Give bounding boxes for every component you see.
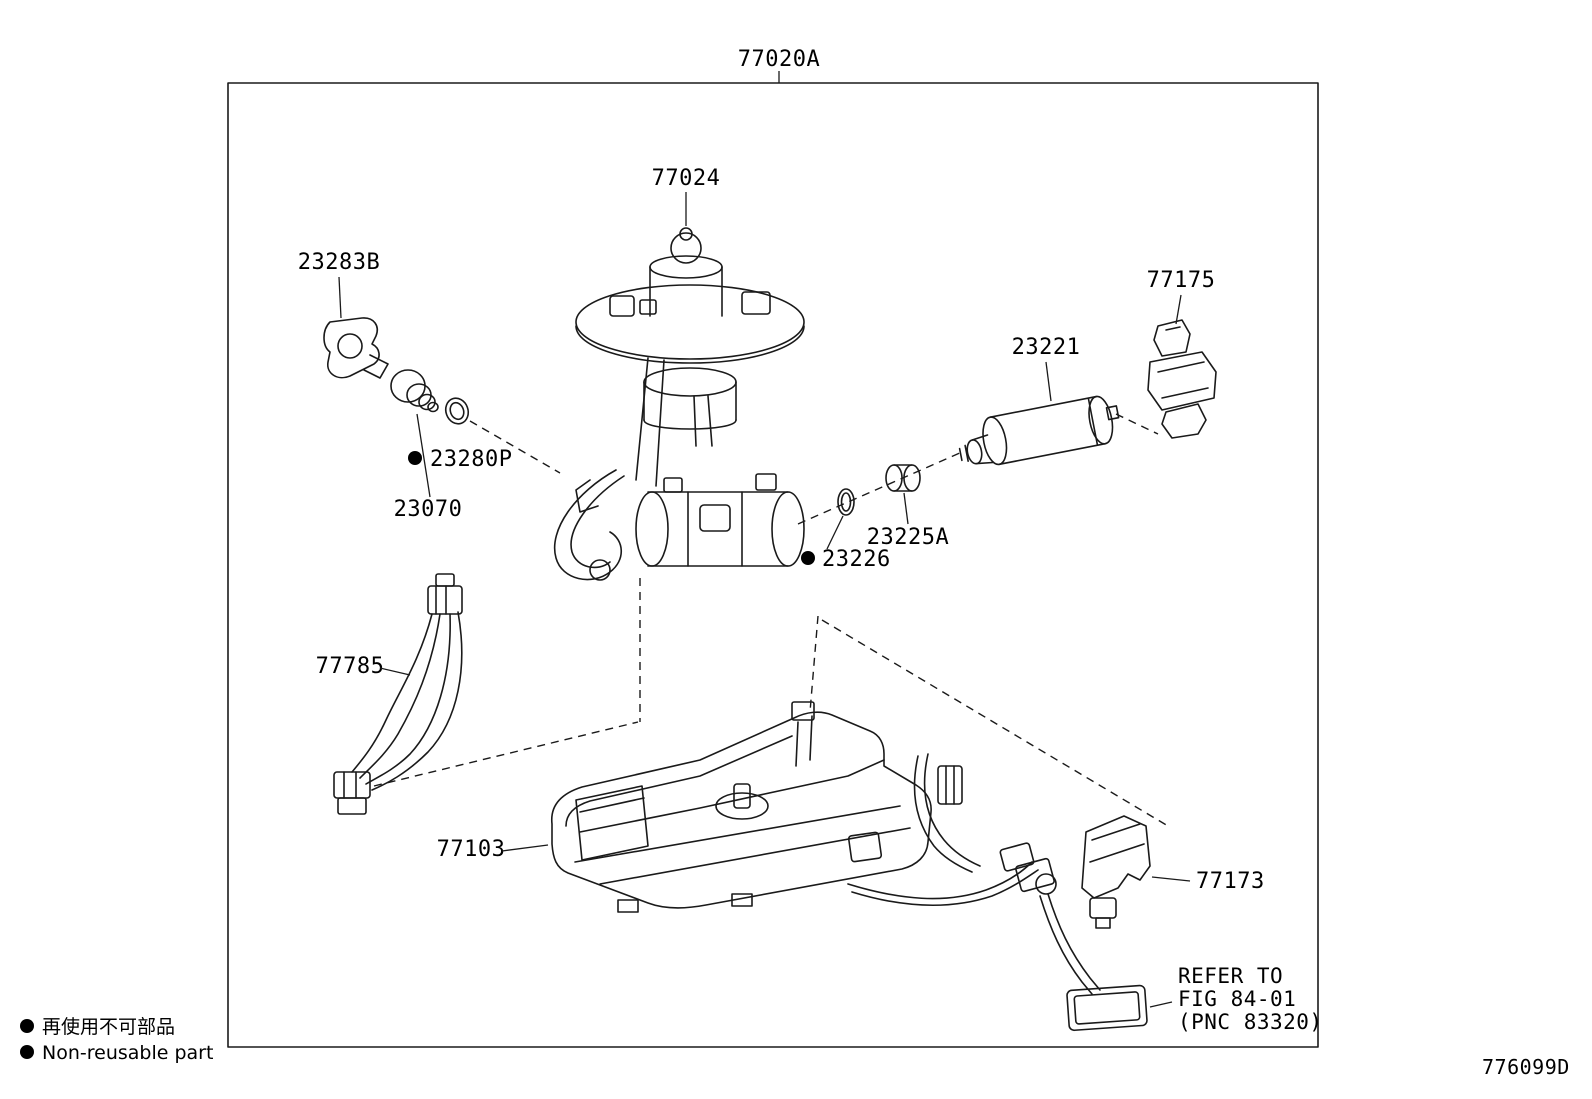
part-label-77785: 77785: [316, 654, 385, 679]
leader-77175: [1175, 294, 1182, 325]
part-label-77173: 77173: [1196, 869, 1265, 894]
leader-23221: [1045, 361, 1052, 402]
non-reusable-marker-23226: [801, 551, 815, 565]
part-label-77175: 77175: [1147, 268, 1216, 293]
wire-harness-77785-art: [333, 573, 463, 815]
leader-23226: [826, 515, 844, 550]
part-label-23280P: 23280P: [430, 447, 512, 472]
o-ring-23280P-art: [444, 397, 470, 425]
figure-code: 776099D: [1482, 1055, 1570, 1079]
o-ring-23226-art: [837, 488, 855, 516]
dashed-pump-axis: [797, 451, 963, 525]
fuel-pump-23221-art: [958, 395, 1120, 466]
part-label-77020A: 77020A: [738, 47, 820, 72]
tank-harness-leads-art: [847, 753, 1101, 995]
part-label-23226: 23226: [822, 547, 891, 572]
part-label-23225A: 23225A: [867, 525, 949, 550]
part-label-23221: 23221: [1012, 335, 1081, 360]
part-label-77103: 77103: [437, 837, 506, 862]
legend: 再使用不可部品 Non-reusable part: [20, 1016, 213, 1064]
fuel-pump-controller-art: [1066, 984, 1148, 1032]
leader-23070: [416, 413, 431, 498]
non-reusable-legend-icon-en: [20, 1045, 34, 1059]
non-reusable-legend-icon-jp: [20, 1019, 34, 1033]
leader-23283B: [338, 276, 342, 319]
legend-en-text: Non-reusable part: [42, 1042, 213, 1064]
bracket-77173-art: [1081, 815, 1151, 929]
dashed-oring-to-pump: [469, 420, 561, 474]
part-label-23283B: 23283B: [298, 250, 380, 275]
sub-tank-77103-art: [551, 701, 932, 913]
dashed-module-to-bracket: [821, 619, 1169, 827]
part-label-77024: 77024: [652, 166, 721, 191]
refer-note-line3: (PNC 83320): [1178, 1010, 1323, 1034]
leader-77103: [501, 844, 549, 852]
refer-note-line1: REFER TO: [1178, 964, 1283, 988]
leader-77785: [379, 667, 411, 676]
assembly-boundary-box: [227, 82, 1319, 1048]
part-label-23070: 23070: [394, 497, 463, 522]
leader-23225A: [903, 492, 909, 525]
dashed-pump-to-connector: [1115, 413, 1159, 435]
clamp-23283B-art: [323, 317, 389, 379]
dashed-module-to-tank-2: [809, 615, 819, 713]
leader-refer-note: [1149, 1001, 1173, 1008]
non-reusable-marker-23280P: [408, 451, 422, 465]
legend-jp-text: 再使用不可部品: [42, 1016, 175, 1038]
connector-77175-art: [1147, 319, 1217, 439]
dashed-harness-to-tank: [373, 721, 639, 787]
spacer-23225A-art: [885, 464, 921, 492]
leader-77173: [1151, 876, 1191, 882]
refer-note-line2: FIG 84-01: [1178, 987, 1296, 1011]
grommet-23070-art: [390, 369, 439, 413]
fuel-suction-plate-assembly-art: [553, 227, 805, 581]
